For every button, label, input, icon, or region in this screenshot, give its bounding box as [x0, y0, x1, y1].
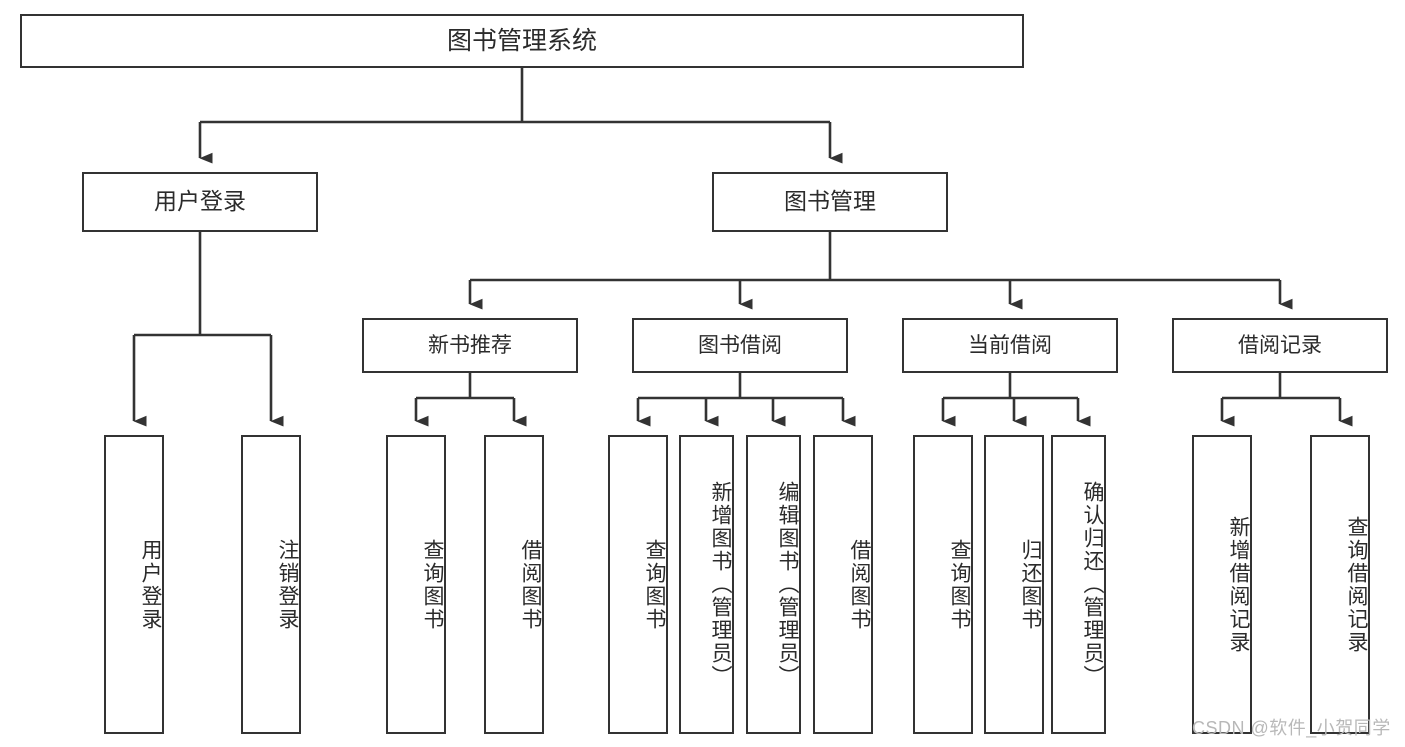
- node-current-borrow-label: 当前借阅: [968, 333, 1052, 357]
- node-borrow-record[interactable]: 借阅记录: [1172, 318, 1388, 373]
- node-leaf-return-book[interactable]: 归还图书: [984, 435, 1044, 734]
- node-book-borrow-label: 图书借阅: [698, 333, 782, 357]
- node-leaf-confirm-return-admin-label: 确认归还（管理员）: [1081, 481, 1104, 688]
- node-leaf-add-book-admin-label: 新增图书（管理员）: [709, 481, 732, 688]
- node-leaf-edit-book-admin[interactable]: 编辑图书（管理员）: [746, 435, 801, 734]
- node-root[interactable]: 图书管理系统: [20, 14, 1024, 68]
- node-leaf-logout-login[interactable]: 注销登录: [241, 435, 301, 734]
- node-book-borrow[interactable]: 图书借阅: [632, 318, 848, 373]
- node-leaf-user-login[interactable]: 用户登录: [104, 435, 164, 734]
- node-leaf-query-book-3-label: 查询图书: [948, 538, 971, 631]
- node-leaf-borrow-book-2-label: 借阅图书: [848, 538, 871, 631]
- node-leaf-add-book-admin[interactable]: 新增图书（管理员）: [679, 435, 734, 734]
- node-leaf-query-book-2[interactable]: 查询图书: [608, 435, 668, 734]
- node-leaf-user-login-label: 用户登录: [139, 538, 162, 631]
- node-user-login-label: 用户登录: [154, 188, 246, 215]
- node-leaf-add-borrow-record-label: 新增借阅记录: [1227, 515, 1250, 654]
- node-leaf-edit-book-admin-label: 编辑图书（管理员）: [776, 481, 799, 688]
- node-leaf-logout-login-label: 注销登录: [276, 538, 299, 631]
- node-leaf-query-book-1-label: 查询图书: [421, 538, 444, 631]
- node-leaf-query-book-2-label: 查询图书: [643, 538, 666, 631]
- watermark: CSDN @软件_小贺同学: [1192, 718, 1391, 738]
- node-leaf-confirm-return-admin[interactable]: 确认归还（管理员）: [1051, 435, 1106, 734]
- node-book-manage[interactable]: 图书管理: [712, 172, 948, 232]
- node-leaf-borrow-book-2[interactable]: 借阅图书: [813, 435, 873, 734]
- node-leaf-query-borrow-record[interactable]: 查询借阅记录: [1310, 435, 1370, 734]
- node-new-book-recommend-label: 新书推荐: [428, 333, 512, 357]
- node-leaf-borrow-book-1[interactable]: 借阅图书: [484, 435, 544, 734]
- node-leaf-query-book-3[interactable]: 查询图书: [913, 435, 973, 734]
- node-current-borrow[interactable]: 当前借阅: [902, 318, 1118, 373]
- node-leaf-borrow-book-1-label: 借阅图书: [519, 538, 542, 631]
- node-leaf-query-book-1[interactable]: 查询图书: [386, 435, 446, 734]
- node-root-label: 图书管理系统: [446, 27, 597, 55]
- node-user-login[interactable]: 用户登录: [82, 172, 318, 232]
- node-leaf-add-borrow-record[interactable]: 新增借阅记录: [1192, 435, 1252, 734]
- node-borrow-record-label: 借阅记录: [1238, 333, 1322, 357]
- node-book-manage-label: 图书管理: [784, 188, 876, 215]
- node-leaf-query-borrow-record-label: 查询借阅记录: [1345, 515, 1368, 654]
- node-leaf-return-book-label: 归还图书: [1019, 538, 1042, 631]
- node-new-book-recommend[interactable]: 新书推荐: [362, 318, 578, 373]
